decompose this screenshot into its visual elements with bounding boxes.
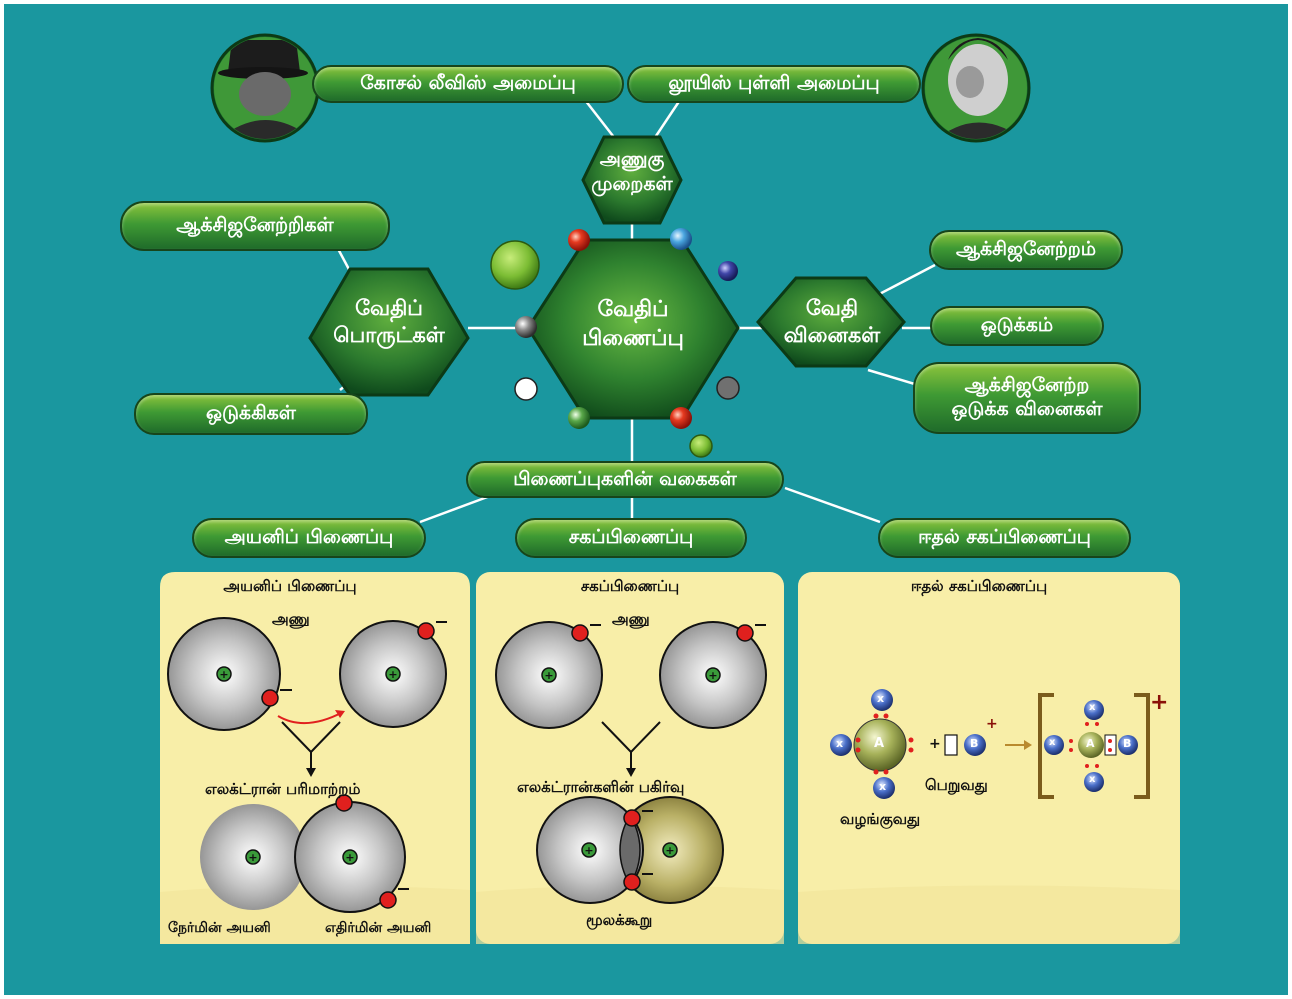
chemical-reactions-line2: வினைகள் xyxy=(783,323,881,348)
coordinate-x-top: x xyxy=(877,692,885,705)
coordinate-a-complex: A xyxy=(1086,737,1095,750)
chemical-substances-line1: வேதிப் xyxy=(355,296,423,320)
blue-sphere-icon xyxy=(670,228,692,250)
covalent-molecule: + + xyxy=(536,796,724,904)
covalent-atom-right: + xyxy=(659,621,767,729)
ionic-panel-title: அயனிப் பிணைப்பு xyxy=(223,577,357,595)
atomic-methods-hex xyxy=(581,135,683,225)
covalent-bond-pill[interactable]: சகப்பிணைப்பு xyxy=(515,518,747,558)
coordinate-donor-label: வழங்குவது xyxy=(840,810,921,828)
chemical-bond-line2: பிணைப்பு xyxy=(582,325,684,351)
purple-sphere-icon xyxy=(718,261,738,281)
coordinate-a-donor: A xyxy=(874,736,885,751)
chemical-substances-label: வேதிப் பொருட்கள் xyxy=(310,295,468,350)
coordinate-x-c-bottom: x xyxy=(1089,774,1096,785)
svg-text:+: + xyxy=(708,669,717,682)
covalent-atom-left: + xyxy=(495,621,603,729)
ionic-bond-pill[interactable]: அயனிப் பிணைப்பு xyxy=(192,518,426,558)
portrait-lewis xyxy=(921,33,1031,143)
svg-text:+: + xyxy=(665,844,674,857)
coordinate-b-charge: + xyxy=(986,716,998,732)
coordinate-panel-bg xyxy=(798,572,1180,944)
lime-sphere-icon-small xyxy=(689,434,713,458)
ionic-cation-label: நேர்மின் அயனி xyxy=(168,920,271,936)
ionic-anion: + xyxy=(294,794,409,913)
ionic-atom-label: அணு xyxy=(272,610,310,628)
atomic-methods-line2: முறைகள் xyxy=(591,172,673,195)
coordinate-b-free: B xyxy=(970,737,979,750)
coordinate-donor xyxy=(830,689,914,799)
coordinate-bond-pill[interactable]: ஈதல் சகப்பிணைப்பு xyxy=(878,518,1131,558)
oxidation-pill[interactable]: ஆக்சிஜனேற்றம் xyxy=(929,230,1123,270)
bond-types-pill[interactable]: பிணைப்புகளின் வகைகள் xyxy=(466,461,784,498)
white-sphere-icon xyxy=(514,377,538,401)
red-sphere-icon xyxy=(568,229,590,251)
coordinate-x-c-left: x xyxy=(1049,737,1056,748)
electron-transfer-arrow-icon xyxy=(277,711,344,725)
reduction-pill[interactable]: ஒடுக்கம் xyxy=(930,306,1104,346)
svg-text:+: + xyxy=(248,851,257,864)
chemical-reactions-label: வேதி வினைகள் xyxy=(770,295,894,350)
svg-text:+: + xyxy=(345,851,354,864)
coordinate-b-atom xyxy=(964,734,986,756)
coordinate-complex xyxy=(1038,693,1150,799)
ionic-merge-arrow-icon xyxy=(281,721,341,770)
portrait-kossel xyxy=(210,33,320,143)
grey-sphere-icon xyxy=(716,376,740,400)
oxidizers-pill[interactable]: ஆக்சிஜனேற்றிகள் xyxy=(120,201,390,251)
chemical-reactions-line1: வேதி xyxy=(805,296,859,320)
lewis-dot-structure-pill[interactable]: லூயிஸ் புள்ளி அமைப்பு xyxy=(627,65,921,103)
ionic-transfer-label: எலக்ட்ரான் பரிமாற்றம் xyxy=(205,780,361,798)
ionic-left-nucleus-plus: + xyxy=(219,668,228,681)
covalent-molecule-label: மூலக்கூறு xyxy=(586,911,653,929)
reducers-pill[interactable]: ஒடுக்கிகள் xyxy=(134,393,368,435)
atomic-methods-label: அணுகு முறைகள் xyxy=(583,147,681,196)
chemical-bond-label: வேதிப் பிணைப்பு xyxy=(560,296,706,353)
coordinate-b-complex: B xyxy=(1123,737,1132,750)
red-sphere-icon-2 xyxy=(670,407,692,429)
svg-text:+: + xyxy=(544,669,553,682)
covalent-sharing-label: எலக்ட்ரான்களின் பகிர்வு xyxy=(517,778,685,796)
coordinate-x-bottom: x xyxy=(879,780,887,793)
covalent-panel-title: சகப்பிணைப்பு xyxy=(580,577,680,595)
ionic-atom-left: + xyxy=(167,617,292,731)
atomic-methods-line1: அணுகு xyxy=(599,148,665,170)
ionic-cation: + xyxy=(200,804,306,910)
chemical-reactions-hex xyxy=(756,276,906,368)
coordinate-plus-sign: + xyxy=(929,736,941,752)
coordinate-x-c-top: x xyxy=(1089,702,1096,713)
ionic-anion-label: எதிர்மின் அயனி xyxy=(325,920,432,936)
green-sphere-icon xyxy=(568,407,590,429)
lime-sphere-icon xyxy=(490,240,540,290)
ionic-atom-right: + xyxy=(339,620,447,728)
kossel-lewis-structure-pill[interactable]: கோசல் லீவிஸ் அமைப்பு xyxy=(312,65,624,103)
coordinate-complex-charge: + xyxy=(1150,690,1169,715)
chemical-substances-line2: பொருட்கள் xyxy=(333,323,445,348)
coordinate-acceptor-label: பெறுவது xyxy=(925,776,988,794)
redox-line2: ஒடுக்க வினைகள் xyxy=(951,398,1103,420)
redox-line1: ஆக்சிஜனேற்ற xyxy=(964,374,1090,397)
coordinate-empty-orbital xyxy=(944,734,958,756)
svg-text:+: + xyxy=(584,844,593,857)
covalent-atom-label: அணு xyxy=(612,610,650,628)
coordinate-panel-title: ஈதல் சகப்பிணைப்பு xyxy=(910,577,1048,595)
coordinate-x-left: x xyxy=(836,737,844,750)
svg-text:+: + xyxy=(388,668,397,681)
covalent-merge-arrow-icon xyxy=(601,721,661,770)
chemical-bond-line1: வேதிப் xyxy=(597,297,669,322)
silver-sphere-icon xyxy=(515,316,537,338)
redox-reactions-pill[interactable]: ஆக்சிஜனேற்ற ஒடுக்க வினைகள் xyxy=(913,362,1141,434)
